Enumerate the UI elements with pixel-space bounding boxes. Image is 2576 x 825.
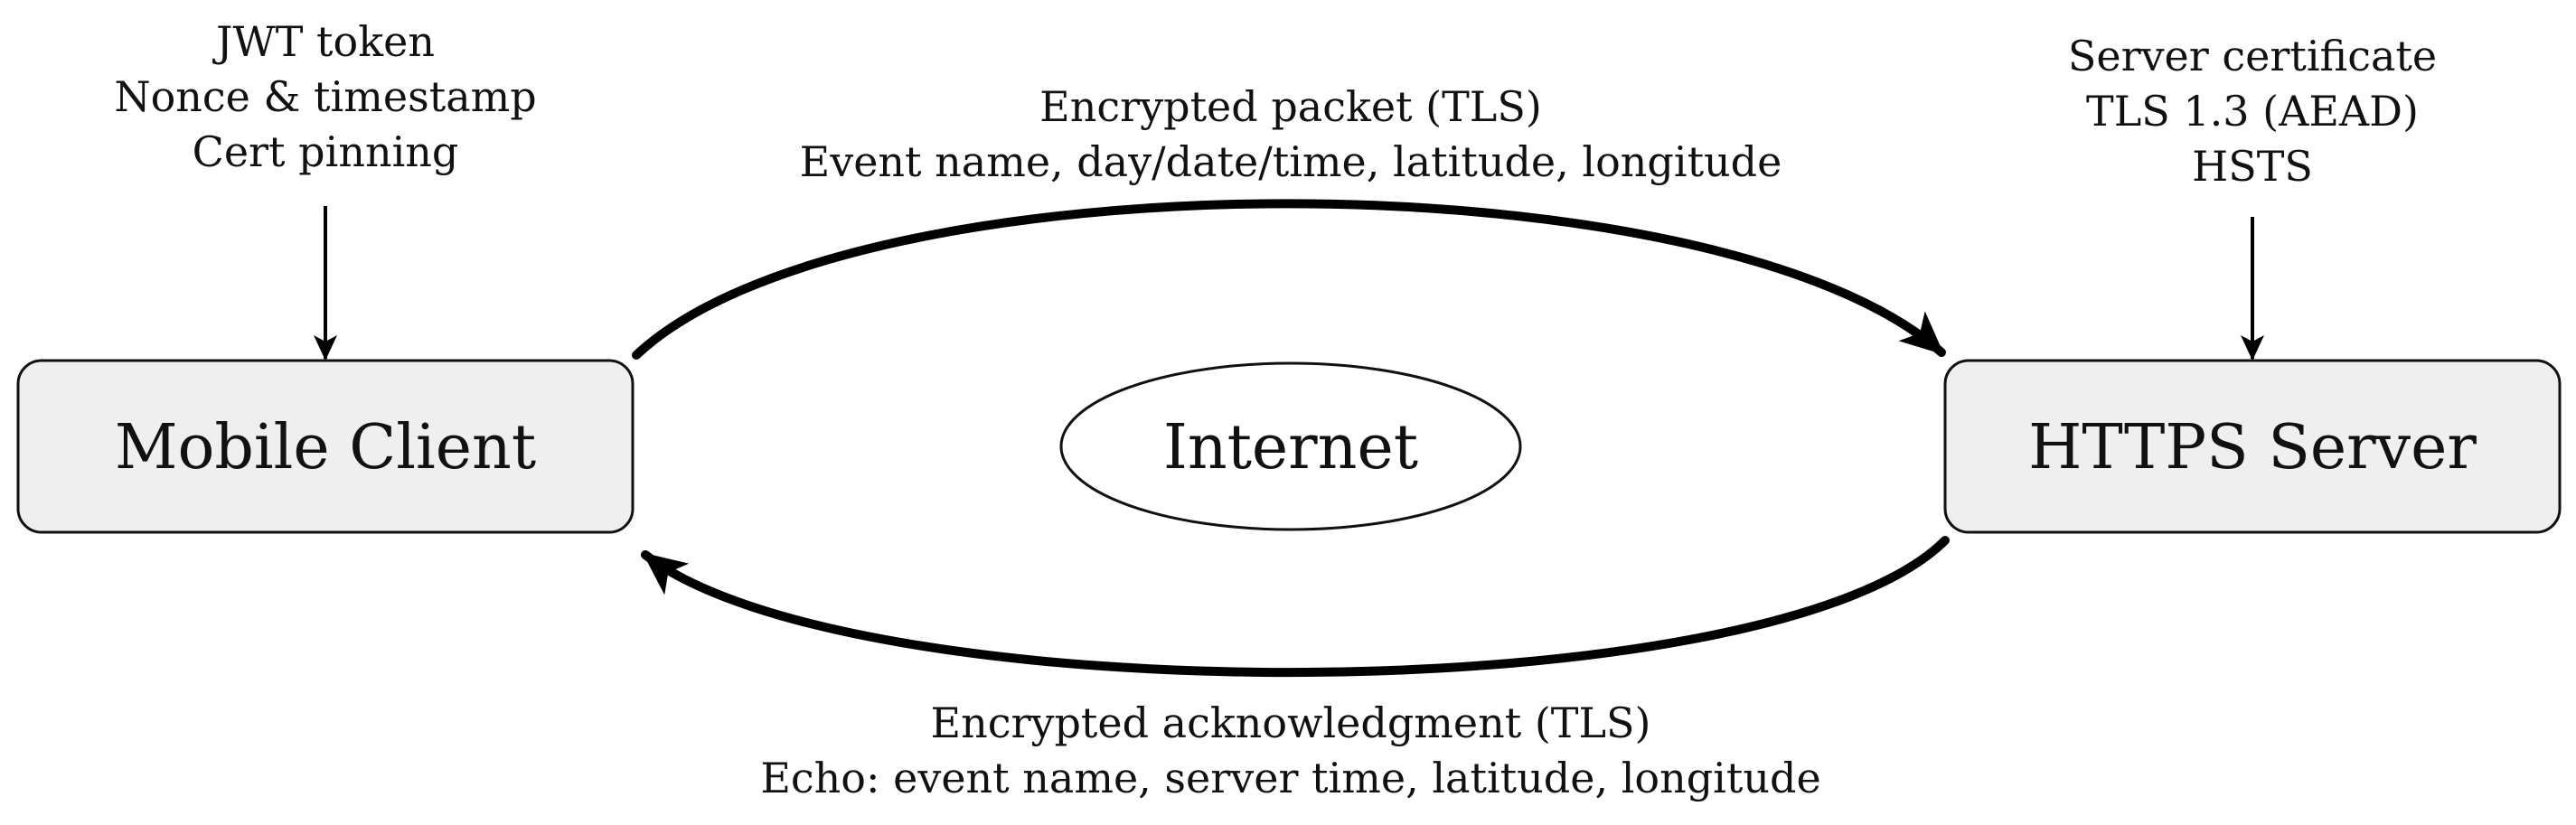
request-label: Encrypted packet (TLS) Event name, day/d… (800, 82, 1782, 186)
mobile-client-node: Mobile Client (16, 359, 635, 534)
server-security-line-1: Server certificate (2068, 32, 2437, 80)
https-server-box (1943, 359, 2562, 534)
response-arrow (641, 536, 1950, 677)
response-fields: Echo: event name, server time, latitude,… (760, 754, 1820, 802)
client-security-line-2: Nonce & timestamp (114, 72, 536, 121)
https-server-label: HTTPS Server (2028, 412, 2477, 483)
internet-node: Internet (1059, 361, 1522, 531)
client-security-line-3: Cert pinning (193, 127, 459, 176)
response-title: Encrypted acknowledgment (TLS) (931, 698, 1651, 747)
mobile-client-label: Mobile Client (115, 412, 536, 483)
internet-label: Internet (1163, 412, 1418, 483)
client-security-annotation: JWT token Nonce & timestamp Cert pinning (114, 17, 536, 176)
server-security-line-2: TLS 1.3 (AEAD) (2086, 87, 2419, 136)
client-security-line-1: JWT token (212, 17, 435, 66)
response-label: Encrypted acknowledgment (TLS) Echo: eve… (760, 698, 1820, 802)
request-fields: Event name, day/date/time, latitude, lon… (800, 137, 1782, 186)
server-security-annotation: Server certificate TLS 1.3 (AEAD) HSTS (2068, 32, 2437, 191)
https-server-node: HTTPS Server (1943, 359, 2562, 534)
request-title: Encrypted packet (TLS) (1039, 82, 1542, 131)
server-security-line-3: HSTS (2192, 142, 2313, 191)
mobile-client-box (16, 359, 635, 534)
internet-ellipse (1059, 361, 1522, 531)
request-arrow (632, 199, 1946, 360)
